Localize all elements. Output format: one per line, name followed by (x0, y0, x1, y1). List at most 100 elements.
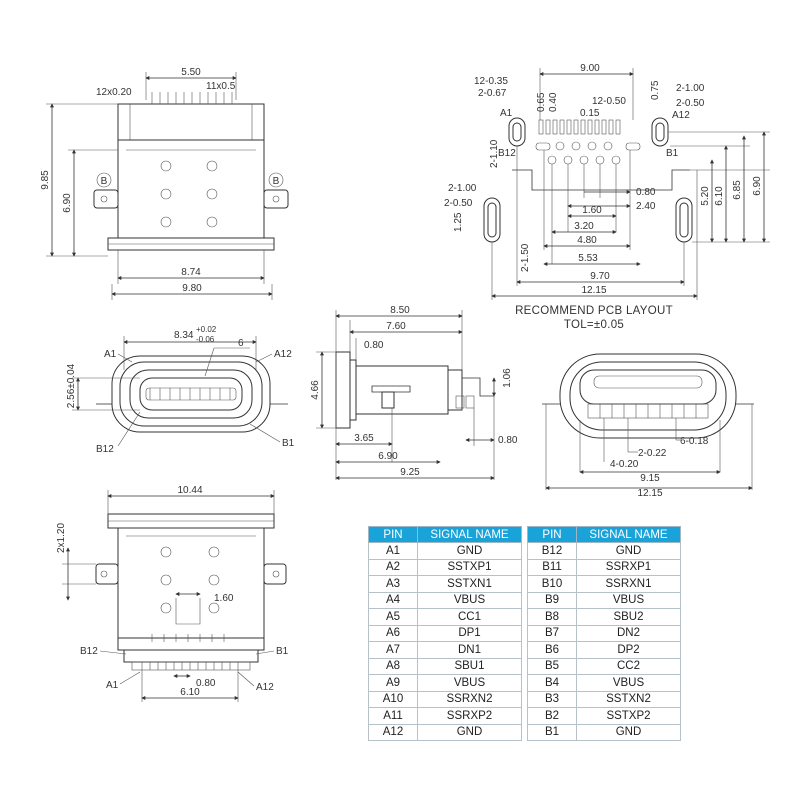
signal-cell: SSRXP2 (417, 707, 522, 725)
dim-1-06: 1.06 (502, 368, 513, 388)
pin-cell: B6 (527, 641, 577, 659)
dim-3-65: 3.65 (354, 433, 374, 444)
pin-cell: B12 (527, 542, 577, 560)
pin-cell: B5 (527, 657, 577, 675)
dim-0-80-bottom: 0.80 (196, 678, 216, 689)
dim-9-25: 9.25 (400, 467, 420, 478)
front-label-a12: A12 (274, 349, 292, 360)
dim-2x1-20: 2x1.20 (56, 523, 67, 553)
bottom-view: 10.44 2x1.20 1.60 B12 B1 A1 0.80 A12 6.1… (56, 485, 289, 702)
pin-cell: A5 (368, 608, 418, 626)
pin-cell: B2 (527, 707, 577, 725)
bottom-label-a12: A12 (256, 682, 274, 693)
dim-12-15-pcb: 12.15 (581, 285, 606, 296)
dim-1-25: 1.25 (453, 212, 464, 232)
pcb-tolerance: TOL=±0.05 (564, 319, 624, 331)
signal-cell: SSRXN1 (576, 575, 681, 593)
pin-cell: B3 (527, 690, 577, 708)
dim-6-90: 6.90 (62, 193, 73, 213)
pin-cell: B9 (527, 591, 577, 609)
dim-0-80: 0.80 (636, 187, 656, 198)
dim-0-80-side-b: 0.80 (498, 435, 518, 446)
dim-8-74: 8.74 (181, 267, 201, 278)
dim-5-50: 5.50 (181, 67, 201, 78)
dim-0-75: 0.75 (650, 80, 661, 100)
dim-9-80: 9.80 (182, 283, 202, 294)
pin-cell: B1 (527, 723, 577, 741)
signal-cell: DP2 (576, 641, 681, 659)
pcb-caption: RECOMMEND PCB LAYOUT (515, 305, 673, 317)
dim-9-85: 9.85 (40, 170, 51, 190)
dim-12-0-50: 12-0.50 (592, 96, 626, 107)
pin-cell: A3 (368, 575, 418, 593)
pin-cell: A10 (368, 690, 418, 708)
pcb-label-b1: B1 (666, 148, 679, 159)
signal-cell: VBUS (576, 591, 681, 609)
signal-cell: SSTXP2 (576, 707, 681, 725)
pin-cell: A1 (368, 542, 418, 560)
dim-5-53: 5.53 (578, 253, 598, 264)
dim-1-60-bottom: 1.60 (214, 593, 234, 604)
dim-8-34: 8.34 (174, 330, 194, 341)
signal-cell: DN2 (576, 624, 681, 642)
dim-2-0-67: 2-0.67 (478, 88, 507, 99)
dim-2-40: 2.40 (636, 201, 656, 212)
dim-4-66: 4.66 (310, 380, 321, 400)
bottom-label-b1: B1 (276, 646, 289, 657)
dim-2-0-50-left: 2-0.50 (444, 198, 473, 209)
dim-10-44: 10.44 (177, 485, 202, 496)
dim-2-56: 2.56±0.04 (66, 363, 77, 408)
signal-cell: SSTXN1 (417, 575, 522, 593)
pin-cell: B10 (527, 575, 577, 593)
pin-cell: A2 (368, 558, 418, 576)
dim-2-0-22: 2-0.22 (638, 448, 667, 459)
front-label-b1: B1 (282, 438, 295, 449)
dim-7-60: 7.60 (386, 321, 406, 332)
signal-cell: VBUS (417, 591, 522, 609)
dim-6-90-pcb: 6.90 (752, 176, 763, 196)
signal-cell: GND (576, 723, 681, 741)
pin-cell: A4 (368, 591, 418, 609)
pin-cell: A12 (368, 723, 418, 741)
dim-0-40: 0.40 (548, 92, 559, 112)
pin-cell: A8 (368, 657, 418, 675)
front-label-a1: A1 (104, 349, 117, 360)
dim-5-20: 5.20 (700, 186, 711, 206)
signal-cell: GND (417, 542, 522, 560)
signal-cell: GND (576, 542, 681, 560)
signal-cell: GND (417, 723, 522, 741)
side-view: 8.50 7.60 0.80 4.66 1.06 3.65 0.80 6.90 … (310, 305, 518, 480)
dim-8-50: 8.50 (390, 305, 410, 316)
signal-cell: VBUS (576, 674, 681, 692)
dim-tol-minus: -0.06 (196, 335, 215, 344)
dim-tol-plus: +0.02 (196, 325, 217, 334)
pin-cell: A6 (368, 624, 418, 642)
header-signal-name: SIGNAL NAME (576, 526, 681, 543)
dim-2-1-10: 2-1.10 (489, 139, 500, 168)
dim-11x0-5: 11x0.5 (206, 81, 236, 92)
pcb-label-b12: B12 (498, 148, 516, 159)
pcb-label-a1: A1 (500, 108, 513, 119)
signal-cell: SSRXN2 (417, 690, 522, 708)
pin-cell: B7 (527, 624, 577, 642)
dim-3-20: 3.20 (574, 221, 594, 232)
bottom-label-b12: B12 (80, 646, 98, 657)
pin-cell: A9 (368, 674, 418, 692)
marker-b-left: B (101, 176, 108, 187)
signal-cell: DN1 (417, 641, 522, 659)
